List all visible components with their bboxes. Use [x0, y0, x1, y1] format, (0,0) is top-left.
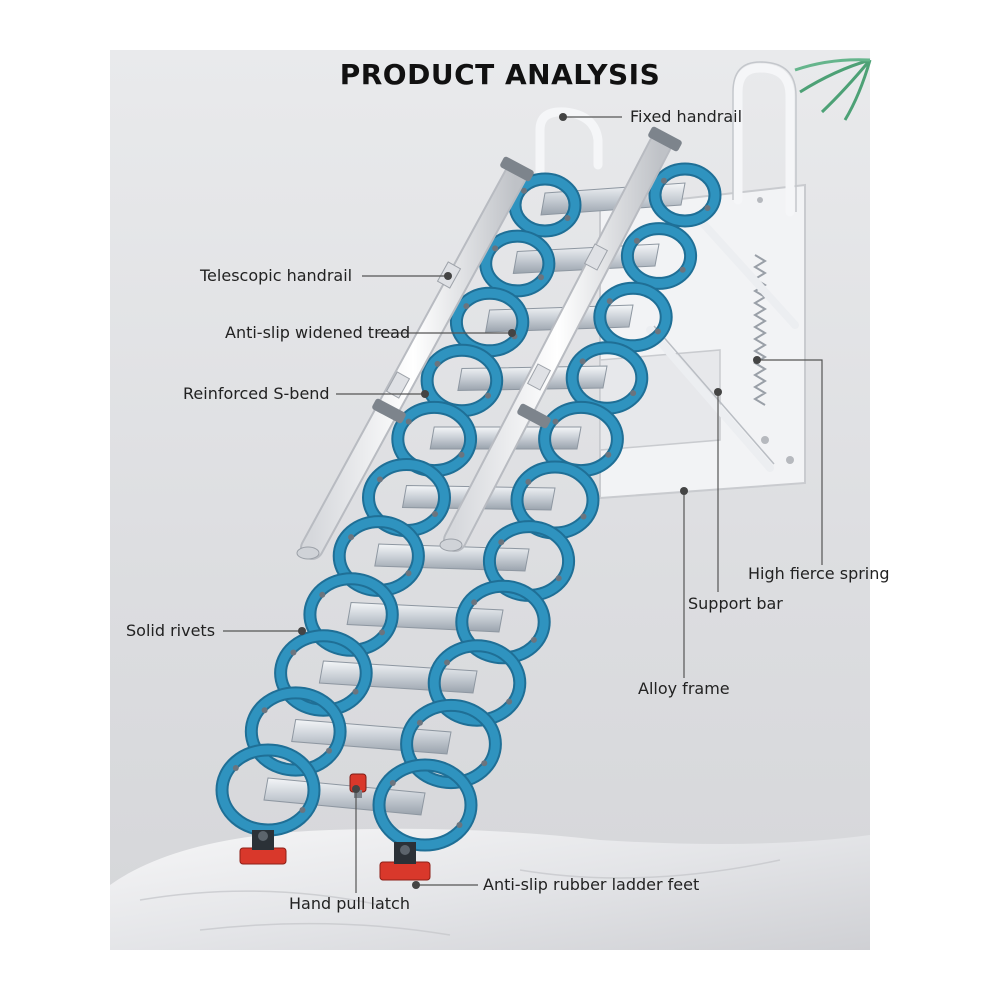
rivet — [481, 760, 488, 767]
label-anti-slip-tread: Anti-slip widened tread — [225, 323, 411, 342]
rivet — [606, 298, 613, 305]
rivet — [555, 575, 562, 582]
rivet — [564, 215, 571, 221]
label-hand-pull-latch: Hand pull latch — [289, 894, 410, 913]
rivet — [552, 418, 559, 425]
rivet — [319, 591, 326, 598]
tread — [346, 601, 504, 633]
s-bend-links-front — [372, 162, 722, 852]
s-bend-link-highlight — [481, 231, 554, 296]
telescopic-handrail — [296, 126, 682, 560]
tread — [291, 718, 452, 755]
rivet — [352, 688, 359, 695]
rivet — [679, 266, 686, 273]
rivet — [405, 418, 412, 425]
rivet — [579, 358, 586, 365]
rivet — [580, 513, 587, 520]
label-alloy-frame: Alloy frame — [638, 679, 730, 698]
rivet — [605, 451, 612, 458]
rivet — [405, 570, 412, 577]
leader-dots — [298, 113, 761, 889]
rivet — [633, 237, 640, 244]
s-bend-link-highlight — [402, 700, 500, 788]
s-bend-link-highlight — [622, 224, 696, 288]
support-bar — [646, 216, 799, 472]
rivet — [492, 245, 499, 252]
marble-floor — [110, 828, 870, 950]
label-high-fierce-spring: High fierce spring — [748, 564, 890, 583]
s-bend-link-highlight — [276, 631, 371, 715]
rivet — [416, 719, 423, 726]
rivet — [379, 629, 385, 636]
rivet — [444, 659, 451, 666]
tread — [263, 777, 426, 816]
rivet — [348, 534, 355, 541]
rivet — [463, 303, 470, 310]
tread — [318, 660, 478, 694]
rivet — [498, 539, 505, 546]
rivet — [261, 707, 268, 714]
rivet — [525, 478, 532, 485]
rivet — [530, 636, 537, 643]
s-bend-link-highlight — [595, 283, 671, 351]
rivet — [506, 698, 513, 705]
s-bend-link-highlight — [567, 343, 647, 413]
rivet — [434, 360, 441, 367]
label-reinforced-s-bend: Reinforced S-bend — [183, 384, 330, 403]
rivet — [290, 649, 297, 656]
rivet — [661, 177, 667, 184]
s-bend-link-highlight — [451, 288, 528, 356]
rivet — [630, 390, 637, 397]
rivet — [538, 274, 544, 281]
s-bend-link-highlight — [510, 174, 580, 236]
s-bend-link-highlight — [374, 760, 476, 850]
fixed-handrail — [535, 63, 795, 217]
label-fixed-handrail: Fixed handrail — [630, 107, 743, 126]
palm-leaf-decoration — [794, 58, 872, 121]
rivet — [299, 807, 306, 813]
rivet — [456, 822, 463, 828]
rivet — [232, 765, 239, 771]
rivet — [326, 747, 332, 754]
label-anti-slip-feet: Anti-slip rubber ladder feet — [483, 875, 700, 894]
rivet — [458, 451, 465, 458]
s-bend-link-highlight — [650, 164, 720, 226]
rivet — [471, 599, 478, 606]
page-title: PRODUCT ANALYSIS — [339, 58, 661, 91]
leader-lines — [223, 116, 823, 893]
label-support-bar: Support bar — [688, 594, 783, 613]
rubber-feet — [239, 830, 431, 881]
label-telescopic-handrail: Telescopic handrail — [200, 266, 353, 285]
rivet — [521, 187, 527, 194]
rivet — [376, 476, 383, 483]
rivet — [389, 780, 396, 786]
rivet — [654, 328, 661, 335]
s-bend-link-highlight — [246, 688, 345, 775]
label-solid-rivets: Solid rivets — [126, 621, 216, 640]
rivet — [432, 511, 438, 517]
rivet — [704, 205, 711, 211]
rivet — [485, 392, 491, 399]
